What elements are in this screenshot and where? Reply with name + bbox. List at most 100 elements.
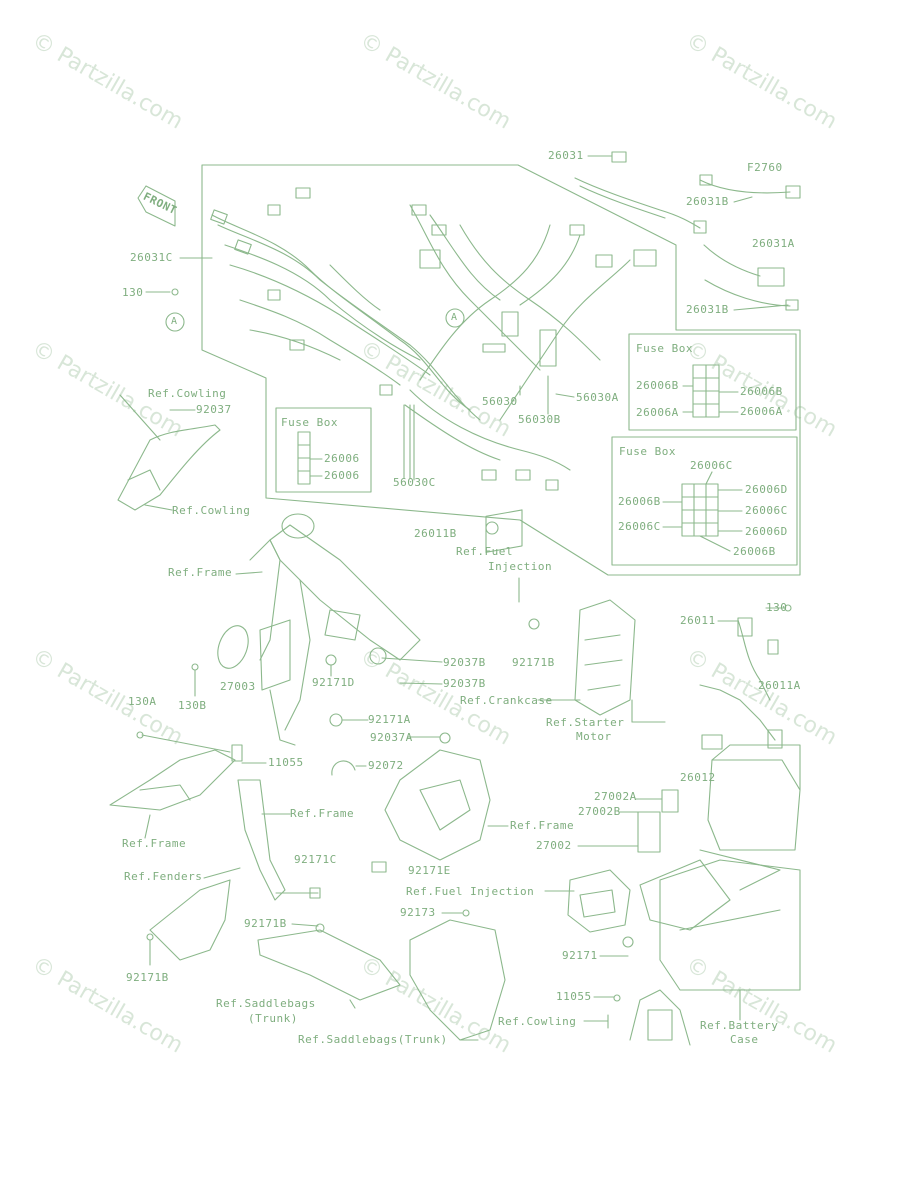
cowling-bracket [117,394,221,511]
ref-mark-label: A [451,312,458,323]
part-label: 130A [128,695,157,708]
ref-label: Ref.Frame [168,566,233,579]
part-label: 27002B [578,805,621,818]
saddlebag-bracket [257,929,401,1001]
part-label: 92171B [512,656,555,669]
cowling-bracket-lower [583,989,691,1046]
ref-label: Ref.Cowling [498,1015,577,1028]
ref-label: Ref.Frame [510,819,575,832]
part-label: 26006A [740,405,783,418]
part-label: 27002A [594,790,637,803]
part-label: 26006 [324,452,360,465]
ref-label: Ref.Crankcase [460,694,553,707]
fuel-injection-bracket [485,509,523,553]
part-label: 26011A [758,679,801,692]
ref-label: (Trunk) [248,1012,298,1025]
ref-label: Ref.Fuel Injection [406,885,535,898]
part-label: 92037 [196,403,232,416]
part-label: 27002 [536,839,572,852]
ref-mark-label: A [171,316,178,327]
part-label: 26031A [752,237,795,250]
part-label: 26012 [680,771,716,784]
part-label: 92171 [562,949,598,962]
part-label: 92171E [408,864,451,877]
part-label: 26006C [690,459,733,472]
ref-label: Ref.Starter [546,716,625,729]
part-label: 92173 [400,906,436,919]
part-label: 92171B [126,971,169,984]
part-label: 11055 [556,990,592,1003]
part-label: 26006D [745,525,788,538]
part-label: 26011 [680,614,716,627]
part-label: 26011B [414,527,457,540]
sub-harness-26031 [574,151,801,311]
saddlebag-cover [409,919,506,1041]
part-label: 130 [766,601,788,614]
part-label: 92037A [370,731,413,744]
ref-label: Injection [488,560,553,573]
part-27003 [217,625,249,669]
ref-label: Motor [576,730,612,743]
part-label: 27003 [220,680,256,693]
part-label: 92171B [244,917,287,930]
ref-label: Ref.Cowling [172,504,251,517]
harness-outline [201,164,801,576]
front-arrow [137,185,176,227]
ref-label: Ref.Cowling [148,387,227,400]
part-label: 11055 [268,756,304,769]
part-label: 26031B [686,303,729,316]
fuse-box-title: Fuse Box [636,342,693,355]
part-label: 26006B [733,545,776,558]
part-label: 92171A [368,713,411,726]
fuse-box-3 [611,436,798,566]
wire-harness-main [210,187,657,491]
part-label: 130B [178,699,207,712]
ref-label: Ref.Fenders [124,870,203,883]
part-label: 26006C [618,520,661,533]
part-label: 26006B [618,495,661,508]
part-label: 26006C [745,504,788,517]
part-label: 92037B [443,656,486,669]
part-label: 26031 [548,149,584,162]
ref-label: Ref.Saddlebags [216,997,316,1010]
part-label: 56030C [393,476,436,489]
part-label: 26006A [636,406,679,419]
fuse-box-title: Fuse Box [619,445,676,458]
ref-mark-a [165,312,185,332]
part-label: 26031C [130,251,173,264]
battery [577,604,801,853]
side-bracket [237,779,286,901]
part-label: 26006D [745,483,788,496]
starter-motor [537,599,666,723]
part-label: F2760 [747,161,783,174]
frame-center-lower [371,732,509,873]
part-label: 26006B [636,379,679,392]
ref-label: Case [730,1033,759,1046]
fuel-injection-part [544,869,631,933]
part-label: 26006 [324,469,360,482]
part-label: 26031B [686,195,729,208]
ref-label: Ref.Battery [700,1019,779,1032]
frame-left [109,731,267,839]
part-label: 130 [122,286,144,299]
frame-main [235,513,421,746]
ref-label: Ref.Frame [122,837,187,850]
part-label: 56030A [576,391,619,404]
part-label: 92072 [368,759,404,772]
part-label: 92037B [443,677,486,690]
fuse-box-1 [275,407,372,493]
ref-label: Ref.Fuel [456,545,513,558]
fender [149,879,231,961]
fuse-box-title: Fuse Box [281,416,338,429]
clamp-92072 [331,760,356,776]
part-label: 56030B [518,413,561,426]
part-label: 26006B [740,385,783,398]
part-label: 56030 [482,395,518,408]
battery-tray [639,859,731,931]
ref-label: Ref.Frame [290,807,355,820]
fuse-box-2 [628,333,797,431]
part-label: 92171D [312,676,355,689]
part-label: 92171C [294,853,337,866]
